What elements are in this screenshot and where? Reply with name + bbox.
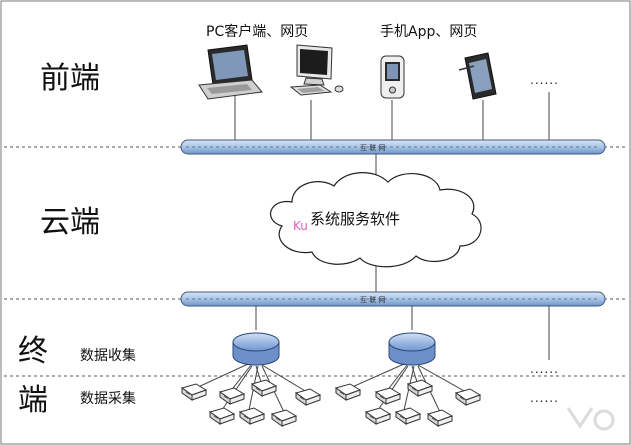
watermark-logo-icon — [566, 407, 615, 431]
sensor-device-icon — [271, 409, 297, 427]
tablet-icon — [458, 52, 497, 100]
sensor-device-icon — [209, 407, 235, 425]
sensor-device-icon — [455, 388, 481, 406]
pda-icon — [380, 55, 405, 99]
watermark-text: Ku — [293, 219, 308, 233]
laptop-icon — [198, 44, 263, 100]
internet-bus-bottom: 互 联 网 — [180, 291, 606, 307]
label-data-collection: 数据收集 — [80, 347, 136, 364]
front-more-ellipsis: ...... — [530, 73, 559, 87]
sensor-device-icon — [395, 407, 421, 425]
router-icon — [388, 332, 436, 366]
internet-bus-top: 互 联 网 — [180, 139, 606, 155]
sensor-device-icon — [239, 407, 265, 425]
terminal-more-ellipsis-bottom: ...... — [530, 391, 559, 405]
sensor-device-icon — [251, 379, 277, 397]
terminal-more-ellipsis-top: ...... — [530, 362, 559, 376]
tier-label-terminal-1: 终 — [18, 334, 48, 369]
router-icon — [232, 332, 280, 366]
tier-label-front: 前端 — [40, 61, 100, 96]
router-1-links — [195, 363, 308, 413]
label-data-acquisition: 数据采集 — [80, 390, 136, 407]
cloud-icon — [270, 172, 482, 268]
label-pc-client: PC客户端、网页 — [206, 23, 308, 40]
sensor-device-icon — [427, 409, 453, 427]
cloud-service-label: 系统服务软件 — [310, 210, 400, 228]
sensor-device-icon — [407, 379, 433, 397]
desktop-pc-icon — [289, 44, 344, 96]
sensor-device-icon — [295, 388, 321, 406]
sensor-device-icon — [365, 407, 391, 425]
tier-label-cloud: 云端 — [40, 205, 100, 240]
sensor-device-icon — [181, 383, 207, 401]
sensor-device-icon — [335, 383, 361, 401]
label-mobile-app: 手机App、网页 — [380, 24, 477, 40]
sensor-device-icon — [219, 387, 245, 405]
sensor-device-icon — [375, 387, 401, 405]
internet-bus-bottom-label: 互 联 网 — [360, 295, 385, 304]
tier-label-terminal-2: 端 — [18, 383, 48, 418]
internet-bus-top-label: 互 联 网 — [360, 143, 385, 152]
